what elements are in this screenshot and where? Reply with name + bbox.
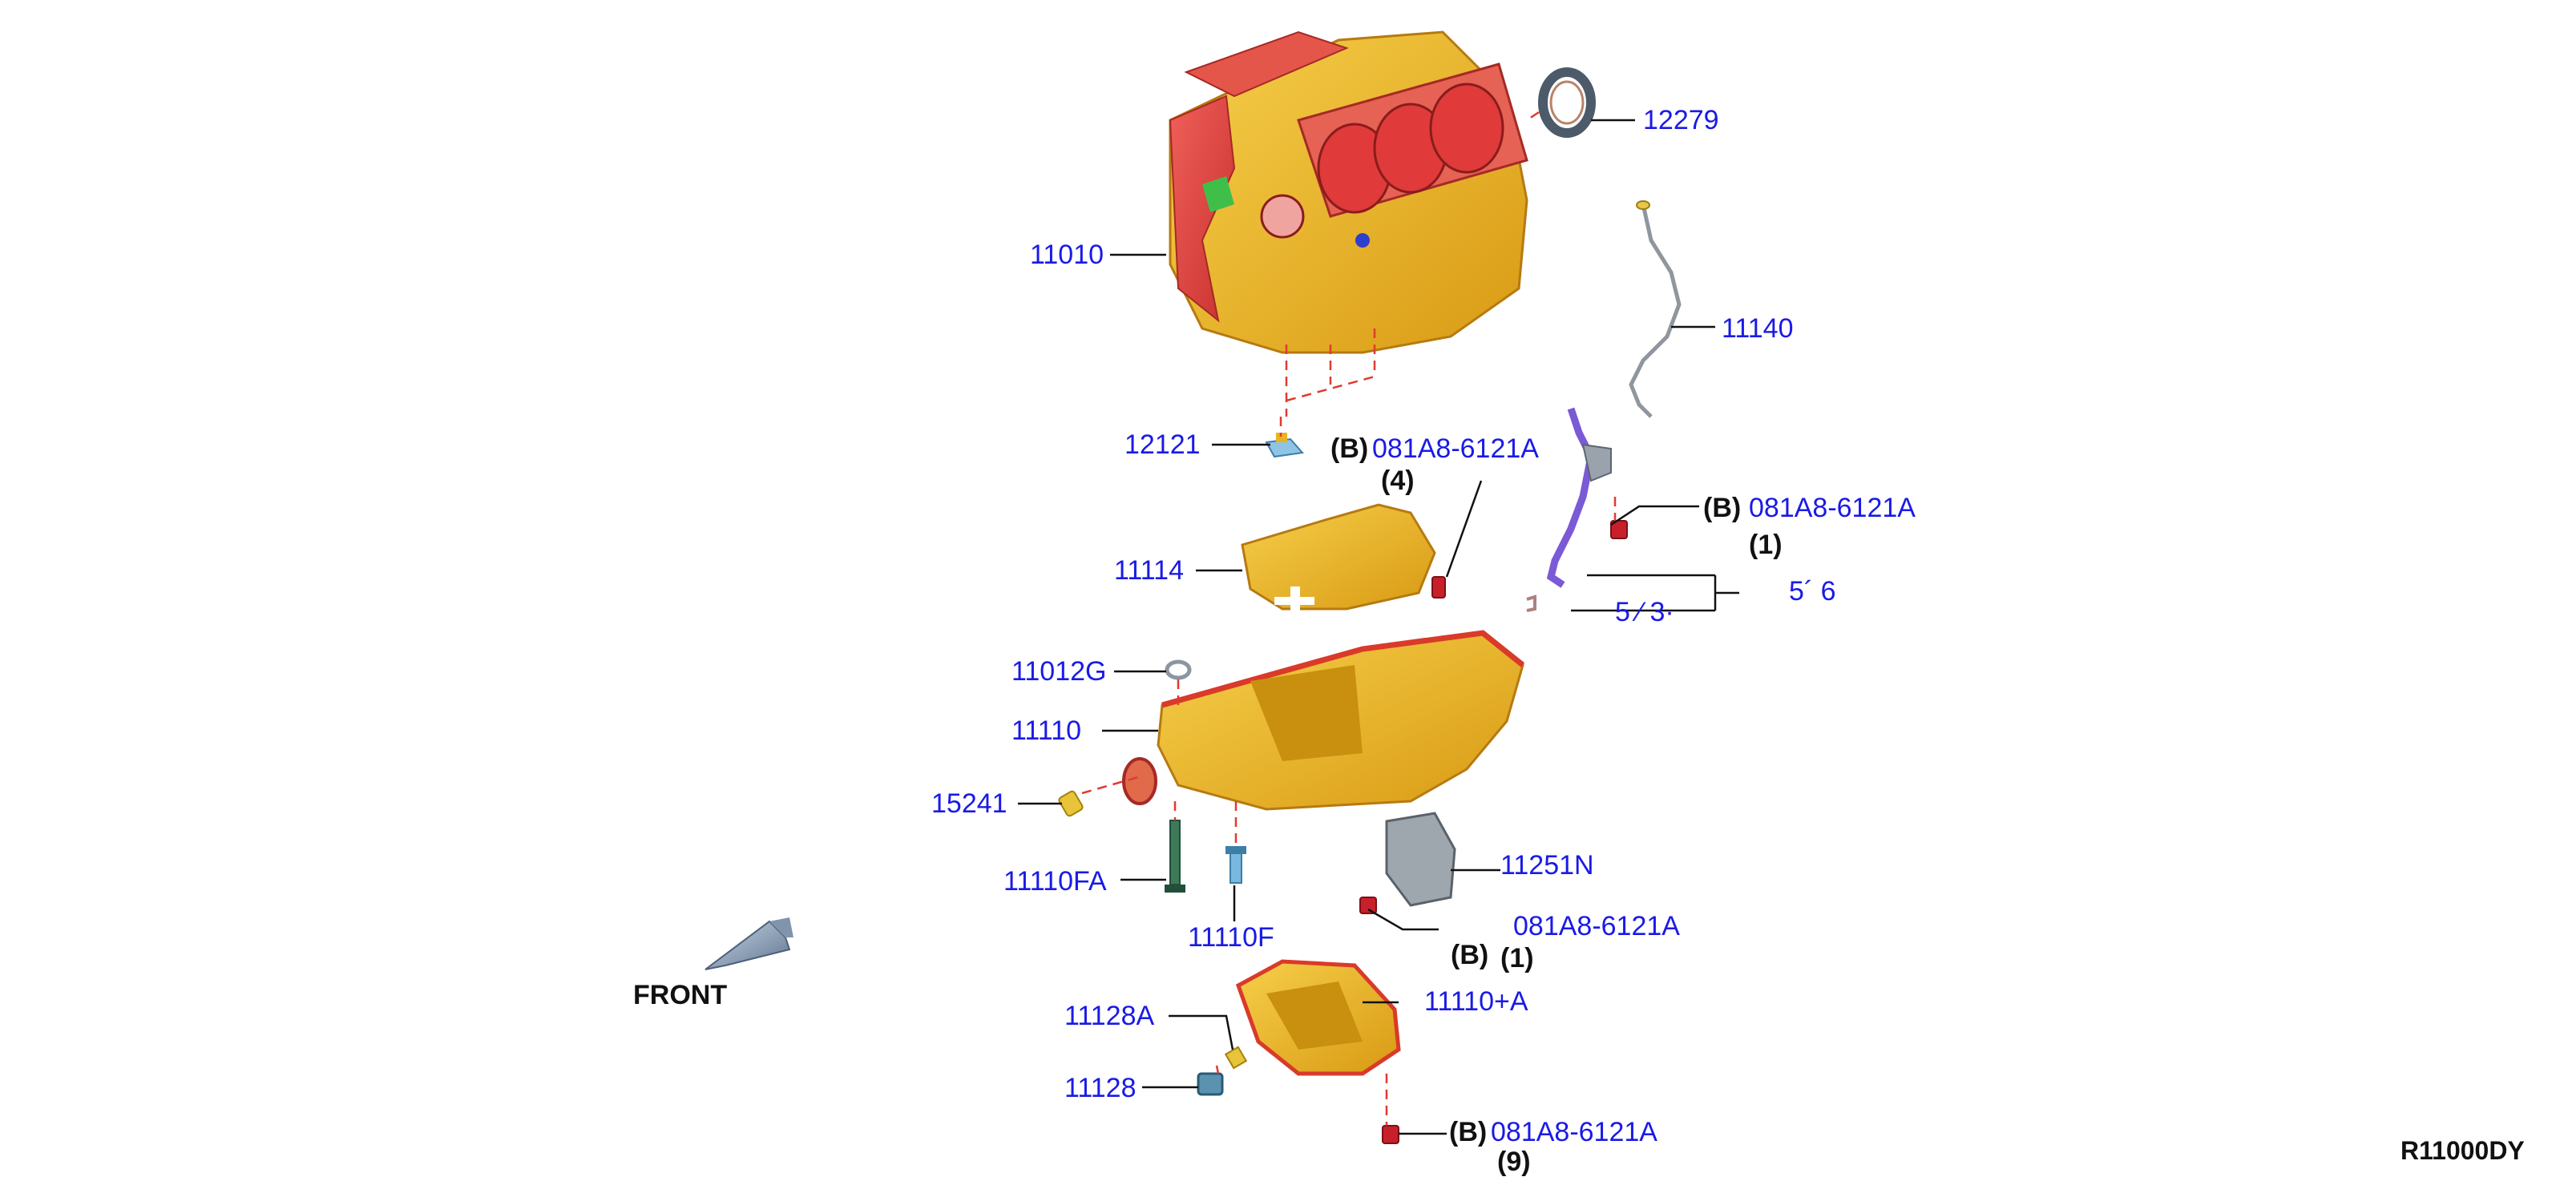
bolt-marker-2: (B)	[1703, 493, 1742, 523]
connector-15241-illustration	[1058, 790, 1084, 817]
bolt-marker-3: (B)	[1451, 940, 1489, 970]
part-label-12279[interactable]: 12279	[1643, 105, 1719, 135]
oil-strainer-illustration	[1265, 433, 1304, 458]
oil-gauge-guide-illustration	[1526, 407, 1612, 612]
part-label-11251n[interactable]: 11251N	[1500, 850, 1594, 881]
bolt-qty-1: (4)	[1381, 466, 1415, 496]
rear-oil-seal-illustration	[1538, 67, 1596, 138]
oil-pan-upper-illustration	[1122, 630, 1525, 811]
drain-washer-11128a-illustration	[1224, 1046, 1248, 1070]
part-label-12121[interactable]: 12121	[1124, 429, 1201, 460]
bolt-qty-2: (1)	[1749, 530, 1783, 560]
part-label-partial-left[interactable]: 5 ⁄ 3·	[1615, 597, 1674, 627]
bolt-qty-4: (9)	[1497, 1147, 1531, 1177]
part-label-11114[interactable]: 11114	[1114, 555, 1184, 586]
leader-lines	[1018, 119, 1739, 1135]
part-label-11012g[interactable]: 11012G	[1011, 656, 1107, 687]
oil-level-gauge-illustration	[1629, 200, 1682, 418]
cylinder-block-illustration	[1169, 30, 1528, 354]
part-label-11110[interactable]: 11110	[1011, 715, 1081, 746]
bolt-part-label-2[interactable]: 081A8-6121A	[1749, 493, 1916, 523]
bolt-b-illustrations	[1359, 520, 1628, 1144]
baffle-plate-illustration	[1241, 503, 1436, 617]
part-label-11110a[interactable]: 11110+A	[1424, 986, 1528, 1017]
part-label-11140[interactable]: 11140	[1722, 313, 1794, 344]
bolt-11110fa-illustration	[1165, 820, 1185, 893]
bolt-marker-1: (B)	[1330, 433, 1369, 464]
front-arrow-icon	[705, 917, 793, 970]
gasket-11012g-illustration	[1165, 659, 1192, 680]
part-label-11128a[interactable]: 11128A	[1064, 1001, 1155, 1031]
bolt-marker-4: (B)	[1449, 1117, 1488, 1147]
bolt-part-label-3[interactable]: 081A8-6121A	[1513, 911, 1680, 941]
assembly-centerlines	[1081, 111, 1617, 1126]
part-label-11128[interactable]: 11128	[1064, 1073, 1137, 1103]
part-label-15241[interactable]: 15241	[931, 788, 1007, 819]
bolt-11110f-illustration	[1225, 846, 1246, 884]
drain-plug-11128-illustration	[1197, 1072, 1224, 1096]
oil-pan-lower-illustration	[1235, 959, 1401, 1076]
part-label-partial-right[interactable]: 5´ 6	[1789, 576, 1836, 607]
part-label-11010[interactable]: 11010	[1030, 240, 1104, 270]
bolt-part-label-1[interactable]: 081A8-6121A	[1372, 433, 1539, 464]
part-label-11110fa[interactable]: 11110FA	[1003, 866, 1107, 897]
bolt-part-label-4[interactable]: 081A8-6121A	[1491, 1117, 1657, 1147]
front-label: FRONT	[633, 980, 728, 1010]
bolt-qty-3: (1)	[1500, 943, 1534, 973]
diagram-code: R11000DY	[2400, 1136, 2525, 1165]
cover-11251n-illustration	[1385, 812, 1456, 907]
part-label-11110f[interactable]: 11110F	[1188, 922, 1274, 953]
